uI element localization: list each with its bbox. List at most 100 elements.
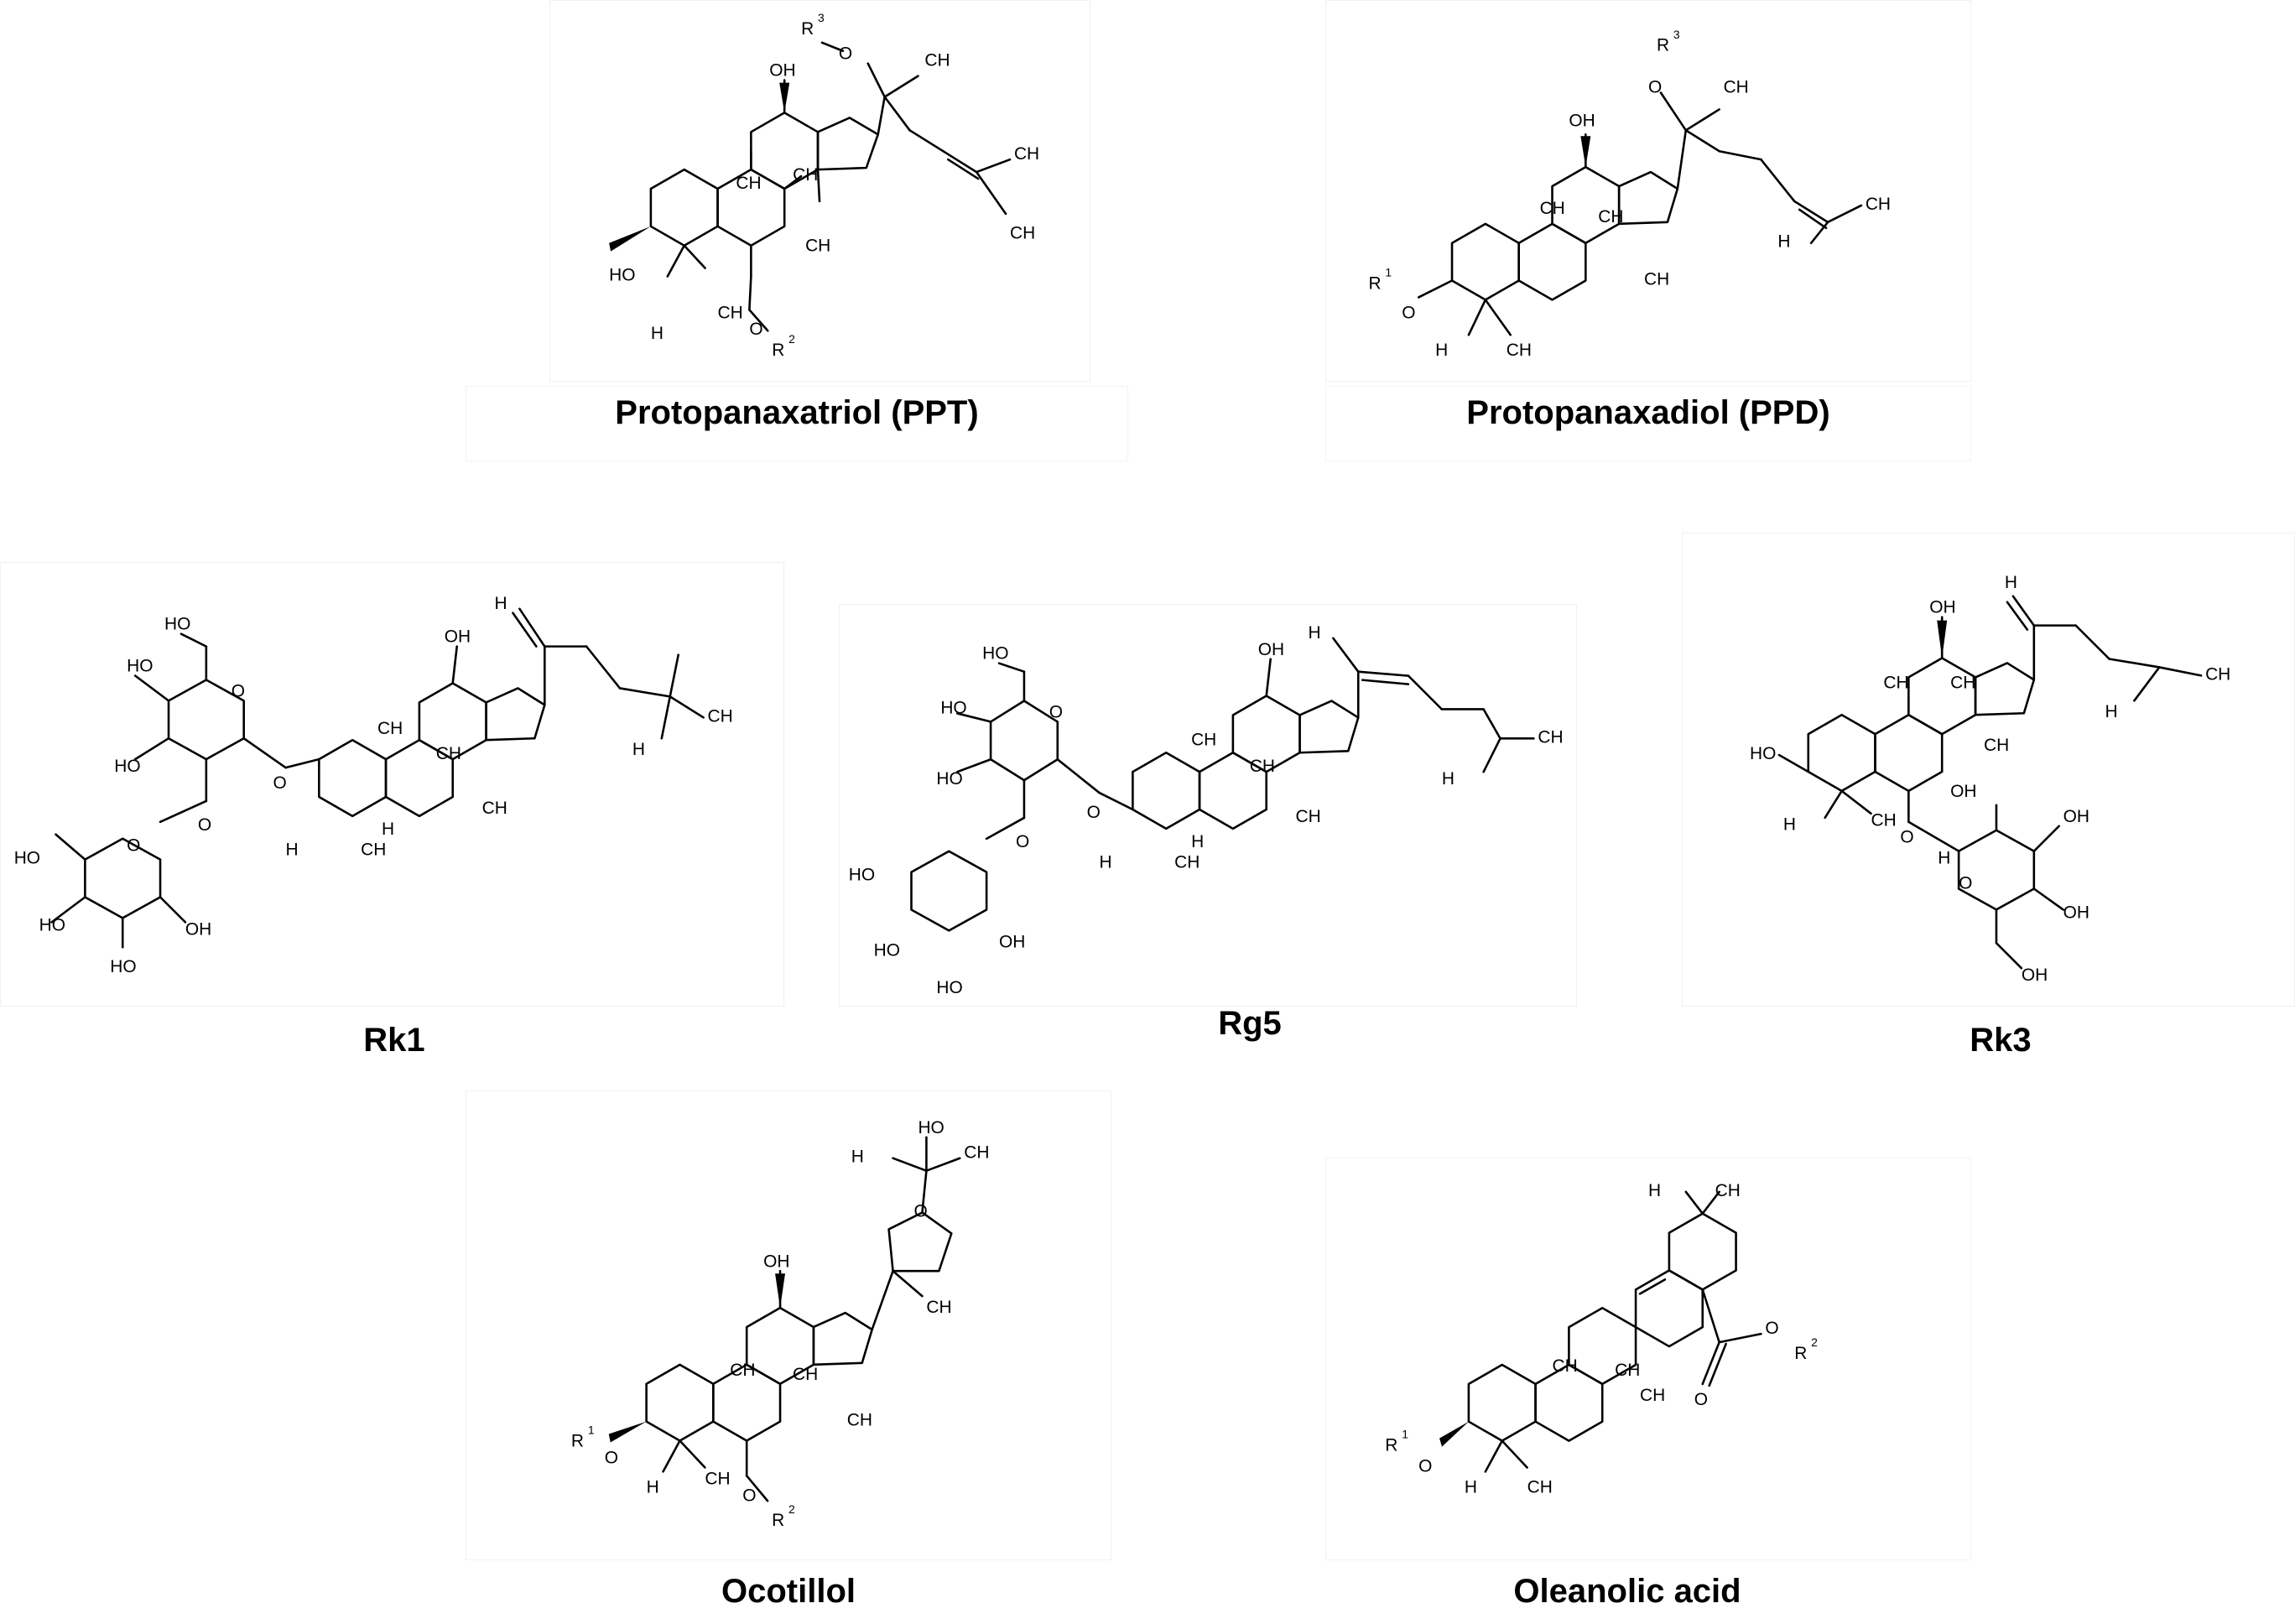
label-oh: OH [445,627,471,647]
ppt-structure-panel: HO OH CH CH CH CH H O R 2 O R 3 CH CH CH [549,0,1090,382]
label-ho: HO [982,644,1008,664]
label-ch3: CH [1540,199,1565,218]
caption-ppd: Protopanaxadiol (PPD) [1466,394,1830,431]
label-r: R [772,1511,784,1530]
label-h3c: H [651,324,664,343]
label-ch3: CH [793,1365,818,1384]
label-ch3: CH [1984,736,2009,755]
label-r1-sup: 1 [1385,266,1392,279]
label-ho: HO [39,915,65,934]
label-o: O [742,1486,756,1505]
label-ch3: CH [377,719,403,738]
caption-rk3: Rk3 [1970,1022,2032,1059]
label-ch3: CH [1598,207,1623,226]
oleanolic-structure-panel: H CH O R 2 O CH CH CH R 1 O H CH [1325,1158,1971,1560]
label-ho: HO [940,698,966,717]
ocotillol-structure: HO H CH O CH OH CH CH CH R 1 O H CH O R … [571,1118,990,1530]
label-ho: HO [936,978,962,997]
label-r1-sup: 1 [588,1424,595,1437]
label-r: R [1657,36,1669,55]
label-ch3: CH [1552,1356,1577,1376]
label-r1-sup: 1 [1402,1428,1408,1441]
label-ho: HO [1750,744,1776,763]
label-r3-sup: 3 [818,11,825,24]
label-ch3: CH [926,1298,951,1317]
label-o: O [1402,303,1415,322]
label-ch3: CH [1724,78,1749,97]
label-ch3: CH [964,1143,989,1163]
label-ch3: CH [847,1411,872,1430]
label-h3c: H [851,1148,864,1167]
label-o: O [1694,1390,1708,1409]
label-ho: HO [127,657,153,676]
label-ch3: CH [1538,727,1563,747]
label-oh: OH [769,61,795,81]
label-h3c: H [1100,853,1112,872]
label-oh: OH [1950,782,1976,801]
label-ch3: CH [1296,807,1321,826]
label-h2c: H [495,594,507,613]
rk3-structure: OH OH OH OH O O H OH H HO CH CH CH H CH … [1750,573,2230,985]
label-o: O [198,815,211,835]
label-r: R [772,341,784,360]
label-ch3: CH [1191,730,1216,749]
label-o: O [1765,1319,1778,1338]
label-ho: HO [114,757,140,776]
label-oh: OH [2063,807,2089,826]
label-r: R [801,19,814,39]
label-ch3: CH [1883,673,1908,692]
rk1-structure-panel: HO HO HO O O O O HO HO HO OH OH H CH CH … [0,562,784,1007]
label-h3c: H [1777,232,1790,252]
label-r: R [1794,1344,1807,1363]
label-ch3: CH [1014,144,1039,164]
caption-rg5: Rg5 [1218,1005,1282,1042]
caption-ppt: Protopanaxatriol (PPT) [615,394,979,431]
label-ch3: CH [2205,664,2230,684]
label-o: O [749,320,762,339]
label-ch3: CH [1250,757,1275,776]
ppt-caption-box [466,386,1128,461]
label-ch3: CH [1866,195,1891,214]
label-ch3: CH [436,744,461,763]
label-ch3: CH [708,706,733,726]
label-o: O [1016,832,1029,851]
ppd-structure: OH R 1 O CH CH CH H CH O R 3 CH CH H [1368,28,1891,360]
label-o: O [1418,1456,1432,1476]
label-ch3: CH [718,303,743,322]
label-ch3: CH [1527,1477,1553,1496]
label-o: O [1959,873,1972,893]
label-o: O [839,44,852,64]
label-r: R [1385,1436,1397,1455]
label-oh: OH [1929,598,1955,617]
label-h: H [382,820,394,839]
label-ch3: CH [1010,224,1035,243]
label-o: O [605,1448,618,1467]
label-ho: HO [164,615,190,634]
label-h2c: H [2005,573,2017,592]
label-h3c: H [1783,815,1796,835]
label-ch3: CH [705,1469,730,1488]
label-oh: OH [763,1252,789,1271]
label-h3c: H [1435,341,1448,360]
label-h3c: H [1309,623,1321,643]
label-r2-sup: 2 [788,332,795,346]
label-o: O [913,1201,927,1221]
label-ch3: CH [1615,1361,1640,1380]
label-h3c: H [632,740,645,759]
label-oh: OH [1258,640,1284,659]
label-ch3: CH [1640,1386,1665,1405]
rg5-structure: HO HO HO O O O HO HO HO OH OH H CH CH CH… [849,623,1564,997]
rk1-structure: HO HO HO O O O O HO HO HO OH OH H CH CH … [14,594,733,976]
label-ch3: CH [361,841,386,860]
label-ch3: CH [793,165,818,185]
ppd-caption-box [1325,386,1971,461]
label-ho: HO [849,866,875,885]
label-h3c: H [1465,1477,1477,1496]
label-ch3: CH [1507,341,1532,360]
label-h: H [1191,832,1204,851]
label-ch3: CH [482,799,507,818]
label-o: O [1648,78,1662,97]
label-ch3: CH [736,174,761,193]
rg5-structure-panel: HO HO HO O O O HO HO HO OH OH H CH CH CH… [839,604,1577,1007]
label-ch3: CH [924,51,950,70]
